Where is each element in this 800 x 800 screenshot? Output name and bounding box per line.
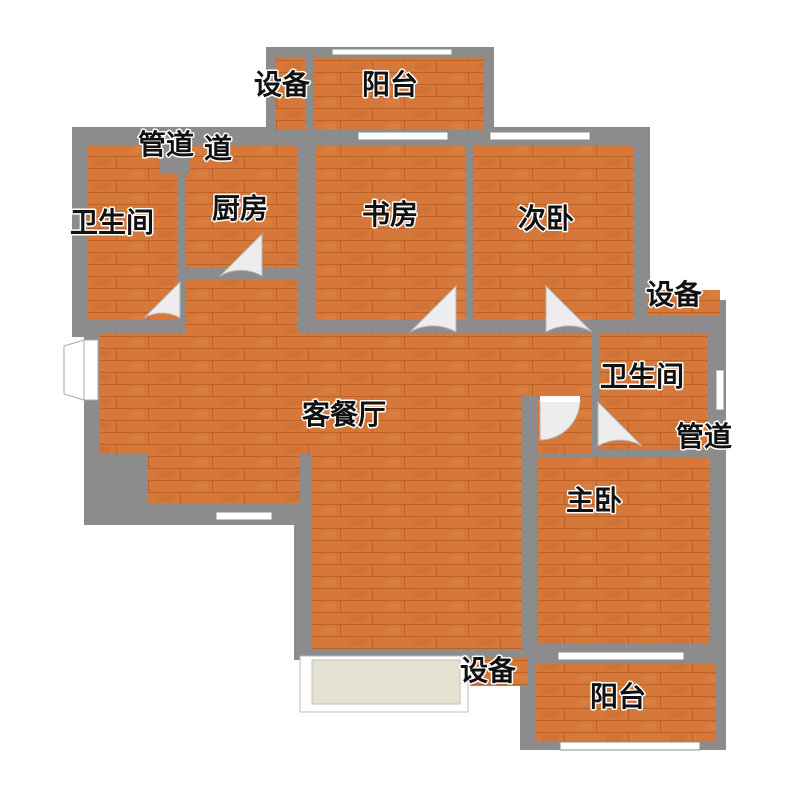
living-balcony [299, 655, 469, 713]
window-balcony-top [331, 48, 453, 56]
window-balcony-bottom [559, 741, 701, 751]
door-study [409, 284, 457, 333]
room-labels: 设备 阳台 管道 道 卫生间 厨房 书房 次卧 设备 卫生间 客餐厅 管道 主卧… [69, 67, 734, 715]
door-bathroom-right [597, 400, 643, 447]
label-study: 书房 [362, 198, 418, 231]
entry-door [63, 339, 99, 401]
door-second-bedroom [545, 284, 593, 333]
label-pipe-top: 管道 [138, 128, 194, 161]
window-study [357, 131, 449, 141]
windows [215, 48, 725, 751]
living-upper-floor [100, 334, 592, 454]
label-pipe-right: 管道 [676, 420, 732, 453]
balcony-top-floor [312, 58, 484, 130]
window-second-bedroom [489, 131, 591, 141]
label-second-bedroom: 次卧 [518, 202, 574, 235]
door-swings [143, 232, 643, 447]
window-living [215, 511, 273, 521]
label-balcony-top: 阳台 [362, 68, 418, 101]
label-equipment-bottom: 设备 [460, 654, 517, 687]
label-kitchen: 厨房 [212, 192, 268, 225]
door-kitchen [219, 232, 263, 277]
window-bathroom-right [715, 369, 725, 411]
label-balcony-bottom: 阳台 [590, 680, 646, 713]
window-master [557, 651, 685, 661]
door-master [539, 399, 581, 441]
equipment-bottom-floor [470, 658, 528, 686]
interior-walls [134, 58, 712, 656]
label-living-dining: 客餐厅 [302, 398, 386, 431]
corridor-floor [186, 280, 300, 334]
kitchen-floor [186, 146, 298, 270]
balcony-bottom-floor [536, 664, 716, 742]
equipment-right-floor [648, 290, 720, 316]
equipment-top-floor [276, 58, 306, 130]
study-floor [316, 146, 466, 320]
second-bedroom-floor [474, 146, 634, 320]
label-bathroom-right: 卫生间 [600, 360, 684, 393]
floor-areas [88, 58, 720, 742]
label-master-bedroom: 主卧 [566, 484, 622, 517]
label-pipe-top-overlap: 道 [204, 132, 232, 165]
label-equipment-right: 设备 [646, 278, 703, 311]
living-lower-floor [312, 454, 522, 650]
label-bathroom-left: 卫生间 [70, 206, 154, 239]
living-lower-left-floor [148, 454, 300, 504]
door-bathroom-left [143, 280, 181, 319]
bathroom-left-floor [88, 146, 178, 320]
label-equipment-top: 设备 [254, 68, 311, 101]
master-bedroom-floor [538, 458, 710, 644]
